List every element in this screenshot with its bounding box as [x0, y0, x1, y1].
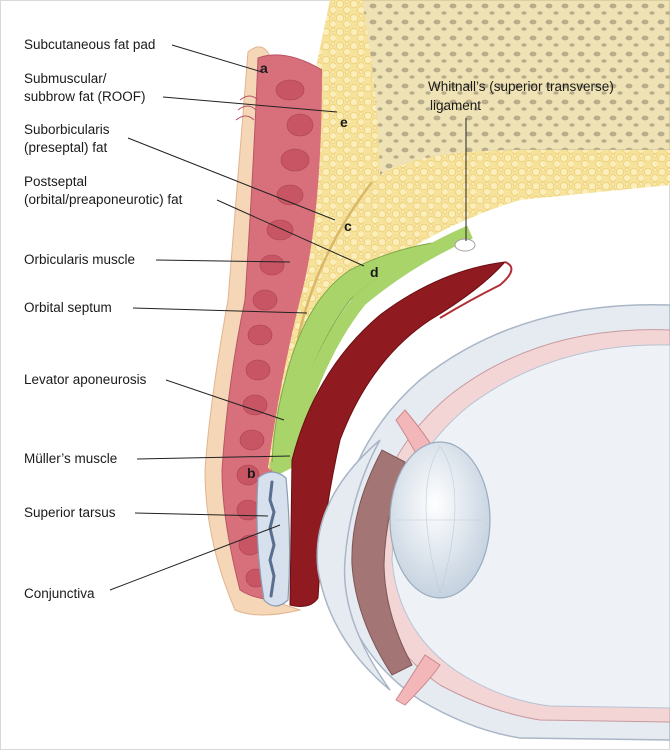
- label-muller-muscle: Müller’s muscle: [24, 451, 117, 466]
- ciliary-body-lower: [395, 654, 441, 706]
- label-whitnall-line1: Whitnall’s (superior transverse): [428, 79, 614, 94]
- label-suborbicularis-line1: Suborbicularis: [24, 122, 110, 137]
- label-whitnall-line2: ligament: [430, 98, 481, 113]
- brow-detail: [235, 95, 259, 121]
- label-orbital-septum: Orbital septum: [24, 300, 112, 315]
- iris: [351, 449, 413, 676]
- meibomian-gland: [268, 480, 276, 598]
- label-suborbicularis-line2: (preseptal) fat: [24, 140, 108, 155]
- label-levator-aponeurosis: Levator aponeurosis: [24, 372, 147, 387]
- muscle-highlight: [439, 261, 513, 319]
- label-conjunctiva: Conjunctiva: [24, 586, 95, 601]
- label-submuscular-line1: Submuscular/: [24, 71, 107, 86]
- whitnall-ligament: [454, 238, 476, 252]
- letter-d: d: [370, 264, 379, 280]
- label-postseptal-line2: (orbital/preaponeurotic) fat: [24, 192, 183, 207]
- leader-lines: [109, 44, 467, 591]
- lens-fibers: [396, 445, 484, 595]
- label-superior-tarsus: Superior tarsus: [24, 505, 116, 520]
- label-orbicularis-muscle: Orbicularis muscle: [24, 252, 135, 267]
- levator-band: [268, 225, 473, 477]
- label-subcutaneous-fat-pad: Subcutaneous fat pad: [24, 37, 155, 52]
- letter-a: a: [260, 60, 268, 76]
- letter-c: c: [344, 218, 352, 234]
- label-postseptal-line1: Postseptal: [24, 174, 87, 189]
- cornea: [316, 439, 391, 691]
- letter-e: e: [340, 114, 348, 130]
- label-submuscular-line2: subbrow fat (ROOF): [24, 89, 146, 104]
- letter-b: b: [247, 465, 256, 481]
- superior-rectus-muller: [289, 261, 507, 607]
- muscle-bundles: [236, 79, 314, 588]
